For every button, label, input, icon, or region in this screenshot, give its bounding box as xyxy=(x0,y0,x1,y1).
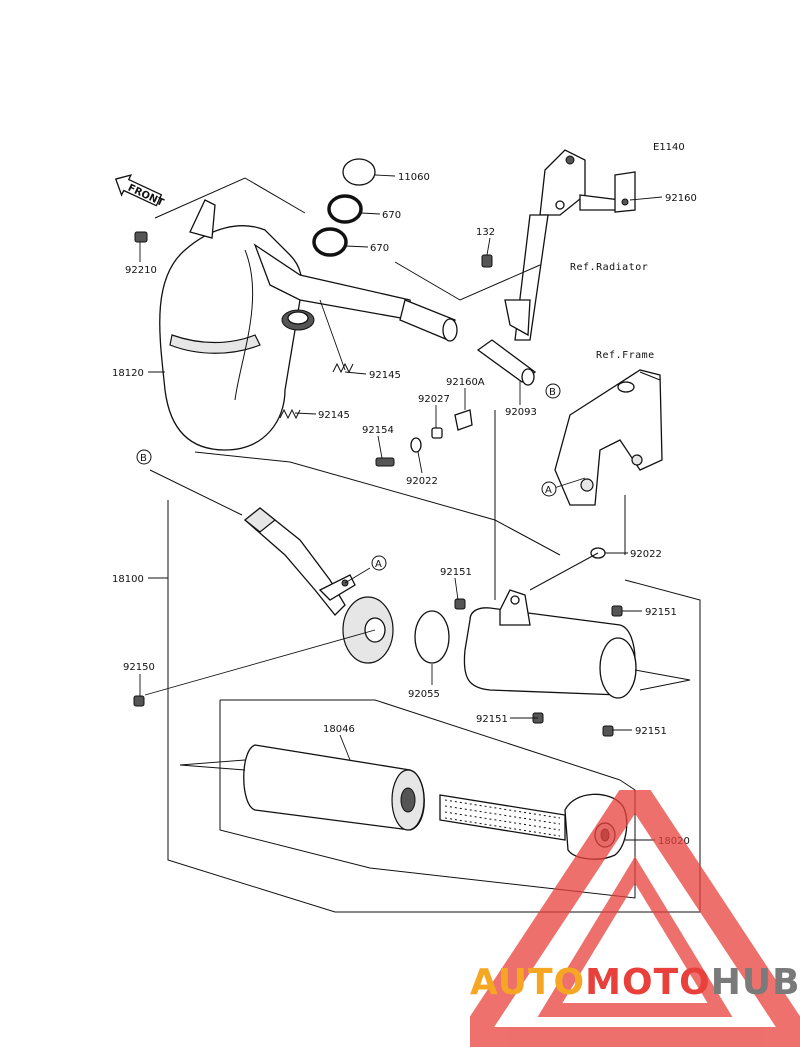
tail-pipe-92093 xyxy=(476,339,537,383)
leader-lines xyxy=(139,174,663,841)
washer-92022 xyxy=(410,437,422,453)
ref-frame-label: Ref.Frame xyxy=(596,350,655,361)
bolt-92150 xyxy=(133,695,145,707)
watermark-auto: AUTO xyxy=(470,962,586,1003)
o-ring-11060 xyxy=(342,158,376,186)
damper-92160A xyxy=(454,409,473,431)
part-label-92027: 92027 xyxy=(418,394,450,405)
watermark-text: AUTOMOTOHUB xyxy=(470,962,800,1003)
svg-text:A: A xyxy=(375,559,382,570)
gasket-92055 xyxy=(414,610,450,664)
bolt-92154 xyxy=(375,457,395,467)
header-pipe-18100 xyxy=(243,507,394,664)
spring-icon xyxy=(332,362,354,374)
callout-b: B xyxy=(136,449,152,465)
radiator-bracket xyxy=(504,149,636,341)
svg-text:B: B xyxy=(140,453,147,464)
callout-a: A xyxy=(371,555,387,571)
part-label-92151-upper-left: 92151 xyxy=(440,567,472,578)
part-label-18100: 18100 xyxy=(112,574,144,585)
part-label-92151-lower-left: 92151 xyxy=(476,714,508,725)
ref-radiator-label: Ref.Radiator xyxy=(570,262,648,273)
diagram-code: E1140 xyxy=(653,142,685,153)
part-label-92150: 92150 xyxy=(123,662,155,673)
watermark-moto: MOTO xyxy=(585,962,711,1003)
frame-bracket xyxy=(554,369,663,506)
part-label-11060: 11060 xyxy=(398,172,430,183)
part-label-92022-center: 92022 xyxy=(406,476,438,487)
part-label-92160: 92160 xyxy=(665,193,697,204)
spring-icon xyxy=(279,408,301,420)
part-label-92145-lower: 92145 xyxy=(318,410,350,421)
collar-92027 xyxy=(431,427,443,439)
part-label-92022-right: 92022 xyxy=(630,549,662,560)
part-label-92154: 92154 xyxy=(362,425,394,436)
part-label-132: 132 xyxy=(476,227,495,238)
muffler-body xyxy=(454,589,691,737)
svg-text:B: B xyxy=(549,387,556,398)
part-label-92160A: 92160A xyxy=(446,377,485,388)
part-label-92151-lower-right: 92151 xyxy=(635,726,667,737)
part-label-92210: 92210 xyxy=(125,265,157,276)
o-ring-670-lower xyxy=(312,227,348,257)
part-label-92151-upper-right: 92151 xyxy=(645,607,677,618)
silencer-18046 xyxy=(179,744,425,831)
part-label-18046: 18046 xyxy=(323,724,355,735)
part-label-92145-upper: 92145 xyxy=(369,370,401,381)
o-ring-670-upper xyxy=(327,194,363,224)
part-label-92093: 92093 xyxy=(505,407,537,418)
svg-text:A: A xyxy=(545,485,552,496)
watermark-hub: HUB xyxy=(710,962,800,1003)
bolt-132 xyxy=(481,254,493,268)
part-label-18120: 18120 xyxy=(112,368,144,379)
front-arrow-icon: FRONT xyxy=(114,174,165,209)
nut-92210 xyxy=(134,231,148,243)
front-label: FRONT xyxy=(126,183,165,209)
part-label-670-lower: 670 xyxy=(370,243,389,254)
automotohub-logo-icon xyxy=(470,790,800,1047)
part-label-670-upper: 670 xyxy=(382,210,401,221)
callout-a: A xyxy=(541,481,557,497)
assembly-lines xyxy=(149,177,701,913)
part-label-92055: 92055 xyxy=(408,689,440,700)
expansion-chamber xyxy=(159,199,458,451)
callout-b: B xyxy=(545,383,561,399)
perforated-core xyxy=(439,794,566,841)
